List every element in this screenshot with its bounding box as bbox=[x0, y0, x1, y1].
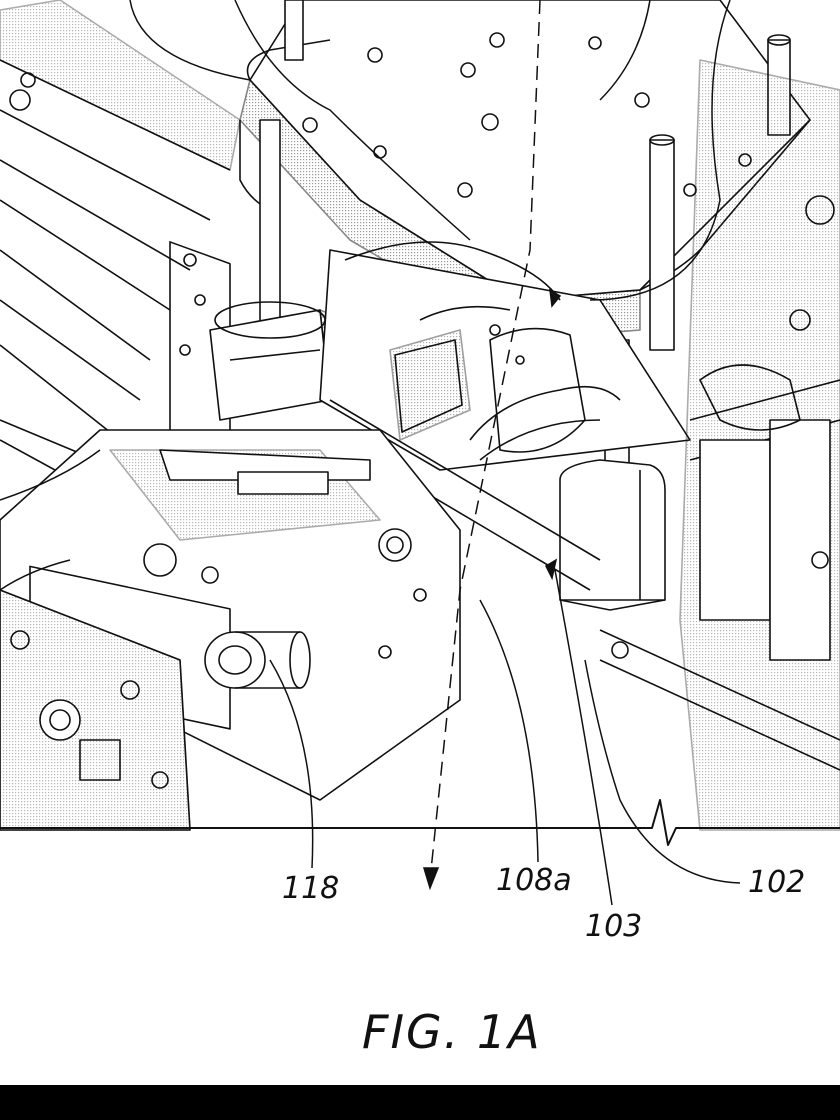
left-frame-bracket bbox=[0, 589, 191, 831]
ref-103: 103 bbox=[585, 909, 642, 944]
leader-top-arrowhead bbox=[549, 288, 562, 308]
ref-118: 118 bbox=[282, 871, 339, 906]
leader-102 bbox=[584, 659, 741, 884]
leader-left-b bbox=[0, 559, 71, 591]
leader-118 bbox=[269, 659, 314, 869]
top-label-left: 108b bbox=[100, 0, 176, 6]
leader-left-a bbox=[0, 449, 101, 501]
leader-top-c bbox=[599, 0, 651, 101]
right-rail-assembly bbox=[599, 59, 840, 831]
axis-arrowhead bbox=[422, 867, 440, 891]
center-axis bbox=[429, 0, 541, 881]
leader-108a bbox=[479, 599, 539, 863]
ref-102: 102 bbox=[748, 865, 805, 900]
top-label-right: 108c bbox=[726, 0, 800, 6]
machine-illustration bbox=[0, 0, 840, 846]
leader-top-a bbox=[129, 0, 251, 81]
leader-103 bbox=[554, 569, 613, 906]
leader-103-arrowhead bbox=[545, 558, 558, 581]
mold-tray bbox=[319, 241, 691, 591]
leader-lines bbox=[0, 0, 741, 906]
left-rail-assembly bbox=[0, 0, 241, 501]
figure-label: FIG. 1A bbox=[362, 1005, 542, 1059]
ref-108a: 108a bbox=[496, 863, 572, 898]
leader-top-b bbox=[234, 0, 471, 241]
bottom-black-bar bbox=[0, 1085, 840, 1120]
break-line bbox=[0, 799, 840, 846]
right-post-block bbox=[559, 459, 666, 611]
leader-top-d bbox=[589, 0, 731, 301]
